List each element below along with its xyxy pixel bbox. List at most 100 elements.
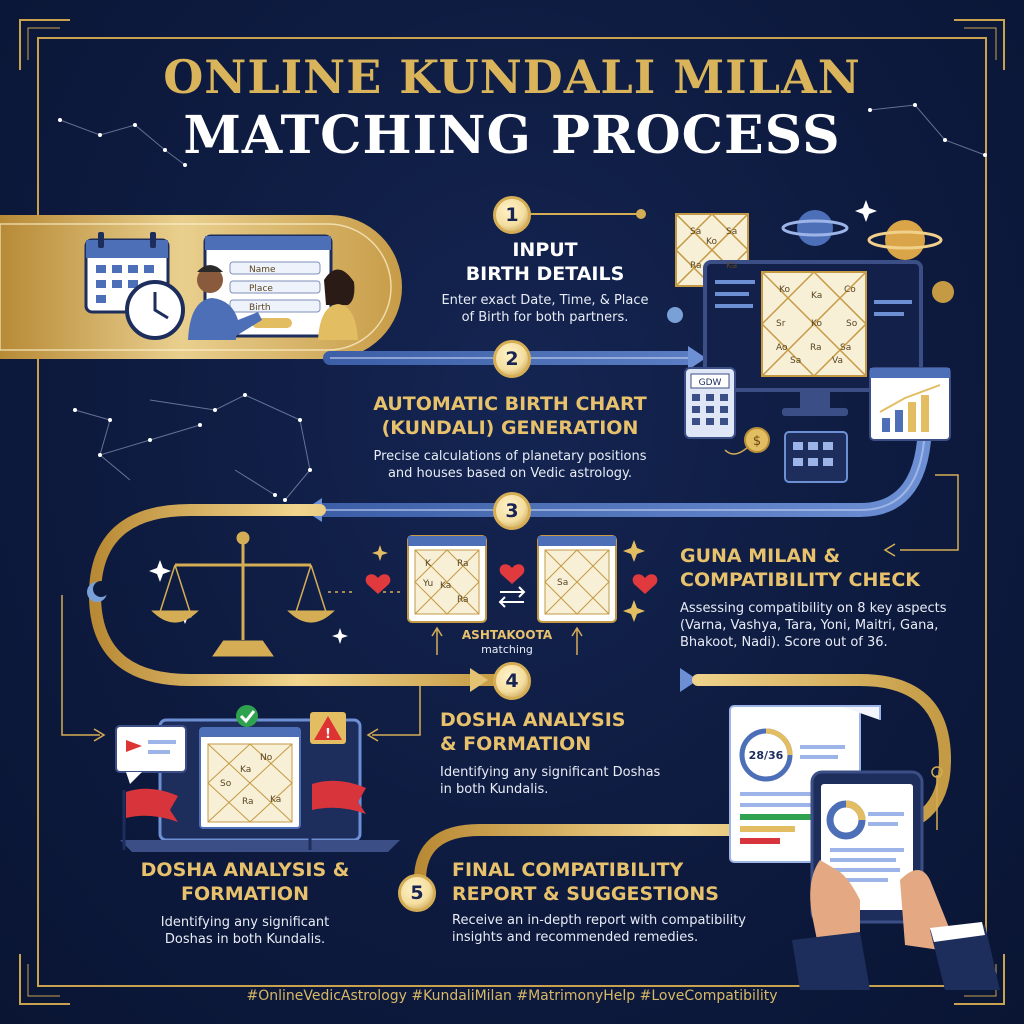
clock-icon (125, 280, 185, 340)
heart-icons (365, 564, 658, 594)
step1-title-line1: INPUT (512, 239, 578, 261)
chart-label: Sa (690, 227, 701, 237)
left-dosha-desc-line2: Doshas in both Kundalis. (164, 932, 326, 947)
step5-desc-line2: insights and recommended remedies. (452, 930, 699, 945)
chart-label: Ra (242, 797, 254, 807)
monitor-icon (703, 260, 923, 416)
step5-title-line1: FINAL COMPATIBILITY (452, 859, 684, 881)
left-dosha-title-line2: FORMATION (181, 883, 309, 905)
check-icon (236, 705, 258, 727)
chart-label: Ka (811, 291, 822, 301)
step4-desc-line2: in both Kundalis. (440, 782, 549, 797)
chart-label: Ko (811, 319, 822, 329)
step3-title-line2: COMPATIBILITY CHECK (680, 569, 920, 591)
chart-label: Ka (726, 261, 737, 271)
score-label: 28/36 (749, 749, 784, 762)
planet-icons (667, 210, 954, 323)
chart-label: Ko (779, 285, 790, 295)
chart-label: No (260, 753, 273, 763)
step1-text: INPUT BIRTH DETAILS Enter exact Date, Ti… (420, 238, 670, 326)
chart-label: Ka (240, 765, 251, 775)
chart-label: Yu (422, 579, 433, 589)
step2-text: AUTOMATIC BIRTH CHART (KUNDALI) GENERATI… (340, 392, 680, 482)
bar-chart-icon (869, 367, 951, 441)
scales-icon (151, 531, 335, 657)
step3-desc-line3: Bhakoot, Nadi). Score out of 36. (680, 635, 888, 650)
hashtags: #OnlineVedicAstrology #KundaliMilan #Mat… (246, 988, 778, 1004)
step1-desc-line1: Enter exact Date, Time, & Place (441, 293, 649, 308)
step5-badge: 5 (398, 874, 436, 912)
step3-text: GUNA MILAN & COMPATIBILITY CHECK Assessi… (680, 544, 980, 651)
step3-title-line1: GUNA MILAN & (680, 545, 841, 567)
ashtakoota-sub: matching (481, 643, 533, 656)
step2-desc-line1: Precise calculations of planetary positi… (373, 449, 647, 464)
chart-label: Ra (810, 343, 822, 353)
chart-label: Ra (457, 559, 469, 569)
step3-desc-line2: (Varna, Vashya, Tara, Yoni, Maitri, Gana… (680, 618, 939, 633)
chat-bubble-icon (115, 725, 187, 784)
form-field-label: Birth (249, 303, 271, 313)
chart-label: Ao (776, 343, 788, 353)
kundali-chart-right (537, 535, 617, 623)
chart-label: Co (844, 285, 856, 295)
chart-label: Va (832, 356, 843, 366)
step5-text: FINAL COMPATIBILITY REPORT & SUGGESTIONS… (452, 858, 782, 946)
step1-title-line2: BIRTH DETAILS (465, 263, 625, 285)
chart-label: Sr (776, 319, 786, 329)
chart-label: Sa (790, 356, 801, 366)
keypad-icon (784, 431, 848, 483)
left-dosha-desc-line1: Identifying any significant (160, 915, 330, 930)
step3-badge: 3 (493, 492, 531, 530)
chart-label: Sa (557, 578, 568, 588)
chart-label: Sa (840, 343, 851, 353)
step2-badge: 2 (493, 340, 531, 378)
step3-desc-line1: Assessing compatibility on 8 key aspects (680, 601, 947, 616)
step5-title-line2: REPORT & SUGGESTIONS (452, 883, 719, 905)
step1-badge: 1 (493, 196, 531, 234)
chart-label: So (220, 779, 232, 789)
step2-title-line2: (KUNDALI) GENERATION (381, 417, 639, 439)
title-line1: ONLINE KUNDALI MILAN (163, 50, 861, 104)
gold-loop-right (414, 674, 952, 886)
chart-label: So (846, 319, 858, 329)
gold-stars (372, 540, 645, 622)
chart-labels: Ko Ka Co Sr Ko So Ao Ra Sa Sa Va Sa Ko S… (220, 227, 858, 807)
calculator-icon (684, 367, 736, 439)
form-field-label: Name (249, 265, 276, 275)
svg-text:$: $ (753, 434, 761, 449)
kundali-chart-left (407, 535, 487, 623)
chart-label: Ka (440, 581, 451, 591)
chart-label: Ko (706, 237, 717, 247)
step4-desc-line1: Identifying any significant Doshas (440, 765, 661, 780)
step2-desc-line2: and houses based on Vedic astrology. (387, 466, 633, 481)
red-flag-icons (122, 780, 366, 850)
ornamental-frame (19, 19, 1005, 1005)
svg-text:!: ! (325, 727, 331, 742)
step4-title-line2: & FORMATION (440, 733, 592, 755)
step2-title-line1: AUTOMATIC BIRTH CHART (373, 393, 647, 415)
step4-text: DOSHA ANALYSIS & FORMATION Identifying a… (440, 708, 700, 798)
chart-label: K (425, 559, 432, 569)
chart-label: Ra (457, 595, 469, 605)
title-line2: MATCHING PROCESS (183, 105, 841, 166)
step5-desc-line1: Receive an in-depth report with compatib… (452, 913, 746, 928)
chart-label: Sa (726, 227, 737, 237)
hands-illustration (792, 860, 1000, 990)
warning-icon: ! (310, 712, 346, 744)
ashtakoota-label: ASHTAKOOTA (461, 628, 553, 642)
moon-icon (87, 581, 109, 602)
connector-lines (528, 209, 646, 219)
step4-title-line1: DOSHA ANALYSIS (440, 709, 626, 731)
left-dosha-text: DOSHA ANALYSIS & FORMATION Identifying a… (110, 858, 380, 948)
chart-label: Ra (690, 261, 702, 271)
chart-label: Ka (270, 795, 281, 805)
step1-desc-line2: of Birth for both partners. (461, 310, 629, 325)
left-dosha-title-line1: DOSHA ANALYSIS & (140, 859, 350, 881)
form-field-label: Place (249, 284, 273, 294)
couple-illustration (188, 265, 358, 340)
coin-icon: $ (744, 427, 770, 453)
calculator-display: GDW (699, 378, 722, 388)
step4-badge: 4 (493, 662, 531, 700)
